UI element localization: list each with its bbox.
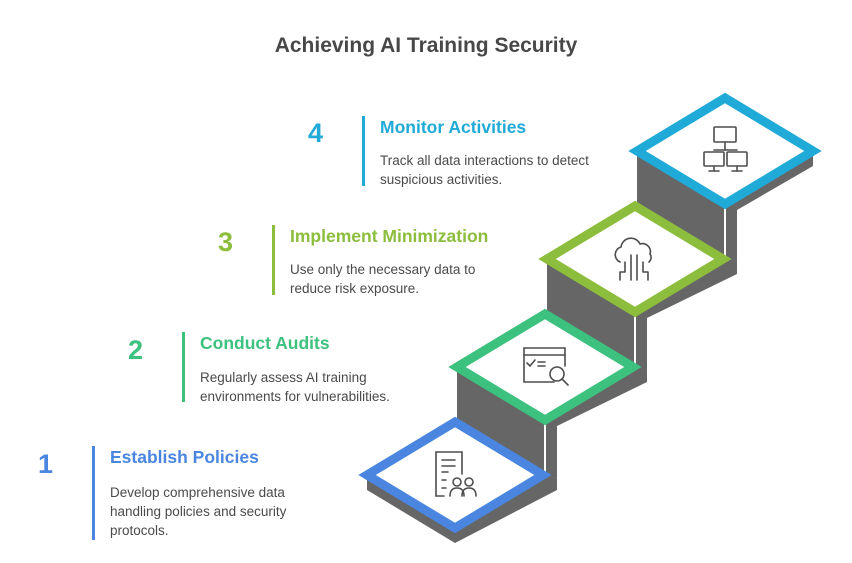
cloud-circuit-icon [614,237,652,281]
block-2 [448,308,647,478]
step-1-divider [92,446,95,540]
block-2-right-face [545,367,647,478]
block-3 [538,200,737,370]
step-1-description: Develop comprehensive data handling poli… [110,485,287,538]
step-1-number: 1 [38,449,54,479]
step-1-title: Establish Policies [110,447,259,467]
step-3-platform [538,200,732,318]
block-3-left-face [547,259,635,368]
checklist-magnifier-icon [523,347,569,386]
step-3-title: Implement Minimization [290,226,489,246]
block-4-left-face [637,151,725,260]
block-4-right-face [725,151,813,262]
step-4-divider [362,116,365,186]
document-people-icon [435,451,477,497]
block-4 [628,92,822,262]
block-2-left-face [457,367,545,476]
step-4-description: Track all data interactions to detect su… [380,153,589,187]
block-1 [358,416,557,543]
step-4-number: 4 [308,118,324,148]
step-2-divider [182,332,185,402]
step-2-description: Regularly assess AI training environment… [200,370,390,404]
step-3-divider [272,225,275,295]
block-1-right-face [455,475,557,543]
diagram-title: Achieving AI Training Security [274,34,578,57]
step-2-title: Conduct Audits [200,333,330,353]
network-computers-icon [703,126,748,172]
step-3-number: 3 [218,227,234,257]
step-4-title: Monitor Activities [380,117,527,137]
step-2-platform [448,308,642,426]
block-3-right-face [635,259,737,370]
step-4-platform [628,92,822,210]
step-3-description: Use only the necessary data to reduce ri… [290,262,476,296]
step-2-number: 2 [128,335,144,365]
step-1-platform [358,416,552,534]
